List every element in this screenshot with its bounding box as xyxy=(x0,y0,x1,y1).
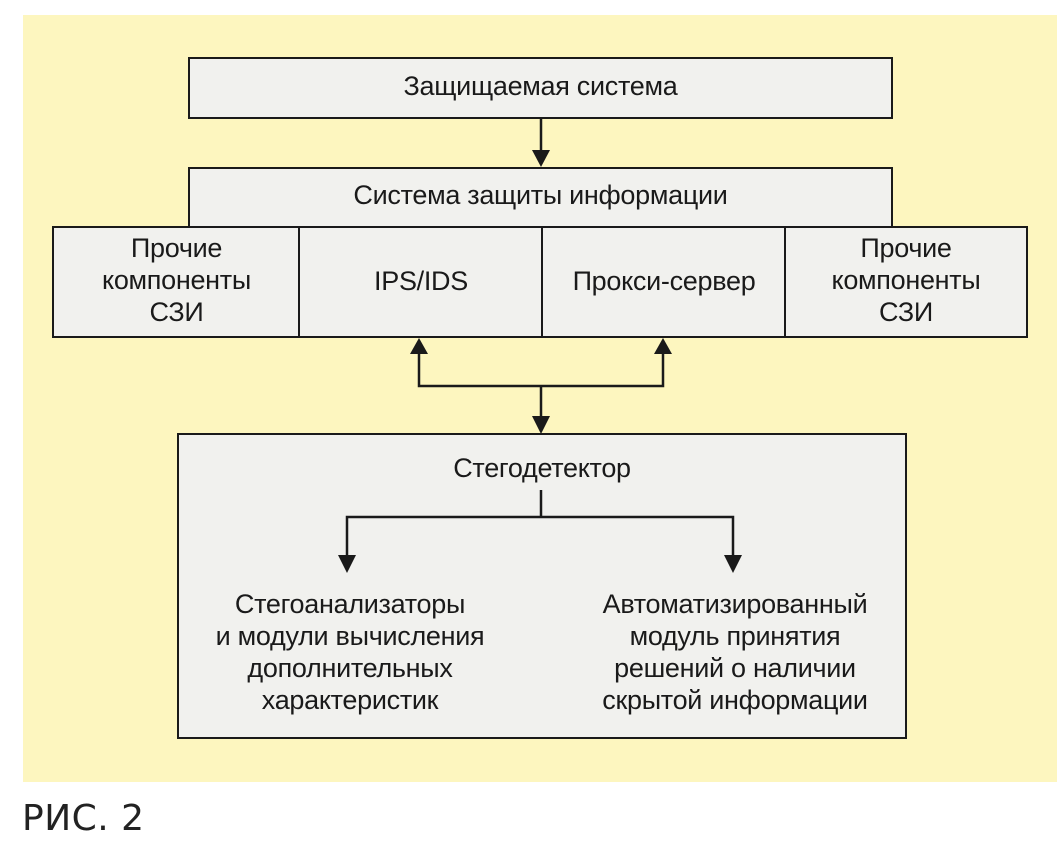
component-label-other-left: Прочие компоненты СЗИ xyxy=(52,232,301,328)
module-line: скрытой информации xyxy=(602,685,868,715)
figure-caption: РИС. 2 xyxy=(22,798,145,839)
security-system-label: Система защиты информации xyxy=(353,180,728,210)
component-box-proxy xyxy=(541,226,787,338)
component-line: СЗИ xyxy=(878,297,933,327)
stegodetector-title: Стегодетектор xyxy=(453,453,631,483)
module-line: дополнительных xyxy=(247,653,453,683)
component-label-other-right: Прочие компоненты СЗИ xyxy=(784,232,1028,328)
module-line: и модули вычисления xyxy=(215,621,485,651)
decision-module-label: Автоматизированный модуль принятия решен… xyxy=(565,588,905,716)
component-box-ips-ids xyxy=(298,226,544,338)
protected-system-label: Защищаемая система xyxy=(403,71,678,101)
component-line: Прочие xyxy=(130,233,223,263)
component-line: компоненты xyxy=(102,265,251,295)
component-line: компоненты xyxy=(831,265,981,295)
module-line: решений о наличии xyxy=(614,653,856,683)
module-line: модуль принятия xyxy=(629,621,841,651)
component-box-other-left xyxy=(52,226,301,338)
component-box-other-right xyxy=(784,226,1028,338)
module-line: характеристик xyxy=(261,685,439,715)
steganalyzers-module-label: Стегоанализаторы и модули вычисления доп… xyxy=(180,588,520,716)
protected-system-box xyxy=(188,57,893,119)
stegodetector-box xyxy=(177,433,907,739)
component-label-ips-ids: IPS/IDS xyxy=(374,266,468,296)
module-line: Автоматизированный xyxy=(602,589,868,619)
component-line: СЗИ xyxy=(149,297,204,327)
component-label-proxy: Прокси-сервер xyxy=(572,266,756,296)
component-line: Прочие xyxy=(860,233,952,263)
module-line: Стегоанализаторы xyxy=(234,589,466,619)
